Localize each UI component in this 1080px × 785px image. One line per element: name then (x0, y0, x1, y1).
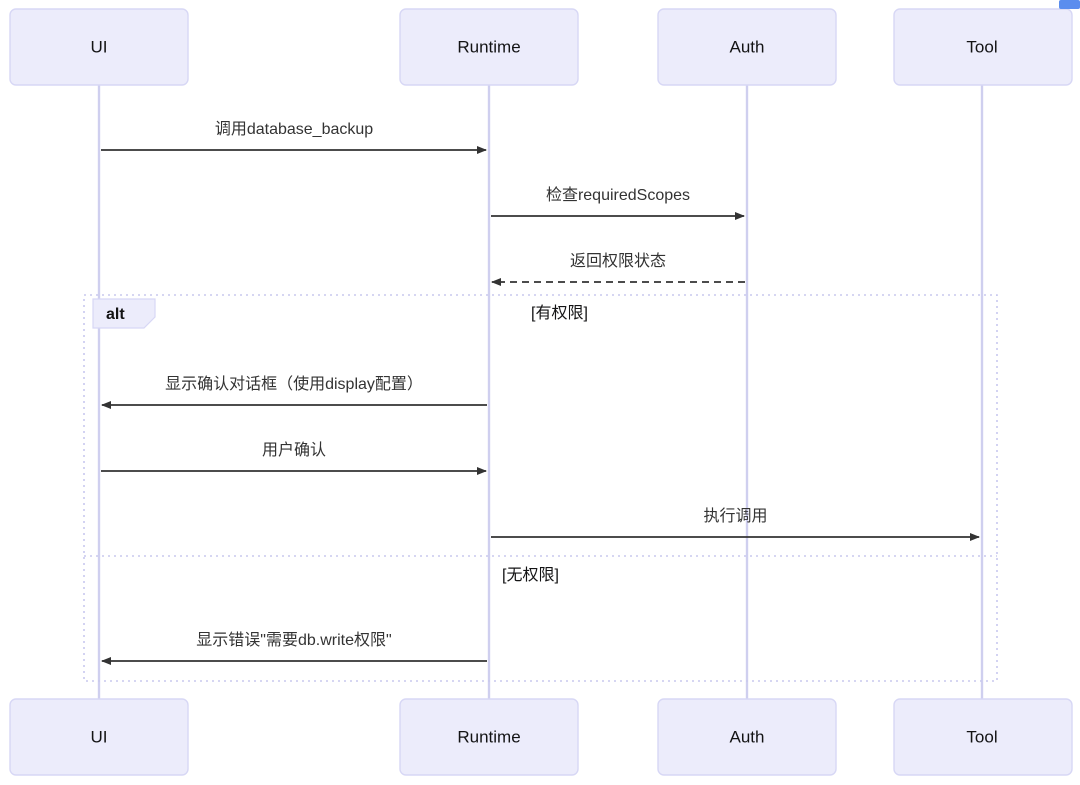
actor-label-ui-bottom: UI (91, 727, 108, 746)
actor-box-ui-top[interactable] (9, 8, 189, 86)
message-label-2: 检查requiredScopes (546, 186, 690, 204)
alt-branch-condition-1: [有权限] (531, 304, 588, 322)
actor-label-tool-top: Tool (966, 37, 997, 56)
alt-fragment-group: alt [有权限] [无权限] (83, 294, 998, 682)
actor-boxes-bottom: UI Runtime Auth Tool (9, 698, 1073, 776)
actor-box-runtime-bottom[interactable] (399, 698, 579, 776)
alt-operator-tag (92, 298, 156, 329)
lifelines-group (97, 85, 984, 699)
actor-box-auth-bottom[interactable] (657, 698, 837, 776)
actor-box-runtime-top[interactable] (399, 8, 579, 86)
message-label-3: 返回权限状态 (570, 252, 666, 270)
actor-box-tool-bottom[interactable] (893, 698, 1073, 776)
actor-boxes-top: UI Runtime Auth Tool (9, 8, 1073, 86)
alt-operator-label: alt (106, 306, 125, 323)
actor-label-runtime-top: Runtime (457, 37, 520, 56)
actor-box-auth-top[interactable] (657, 8, 837, 86)
message-label-4: 显示确认对话框（使用display配置） (165, 375, 423, 393)
alt-fragment-border (83, 294, 998, 682)
message-label-1: 调用database_backup (215, 120, 373, 138)
message-label-6: 执行调用 (703, 507, 767, 525)
actor-box-tool-top[interactable] (893, 8, 1073, 86)
actor-box-ui-bottom[interactable] (9, 698, 189, 776)
scrollbar-thumb[interactable] (1059, 0, 1080, 9)
actor-label-tool-bottom: Tool (966, 727, 997, 746)
actor-label-auth-top: Auth (730, 37, 765, 56)
message-label-5: 用户确认 (262, 441, 326, 459)
message-label-7: 显示错误"需要db.write权限" (196, 631, 391, 649)
actor-label-ui-top: UI (91, 37, 108, 56)
actor-label-auth-bottom: Auth (730, 727, 765, 746)
actor-label-runtime-bottom: Runtime (457, 727, 520, 746)
alt-branch-condition-2: [无权限] (502, 566, 559, 584)
messages-group: 调用database_backup 检查requiredScopes 返回权限状态显… (101, 120, 980, 665)
